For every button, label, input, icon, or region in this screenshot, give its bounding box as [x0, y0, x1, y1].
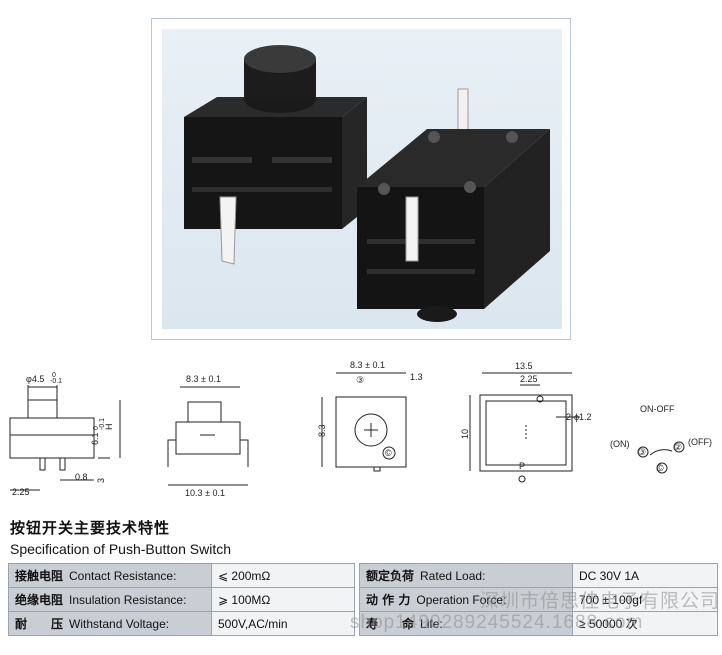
spec-right-cn: 额定负荷: [366, 569, 415, 583]
spec-row: 耐 压 Withstand Voltage: 500V,AC/min 寿 命 Life:…: [8, 611, 718, 636]
topview-circled-3: ③: [356, 375, 364, 385]
pcb-view: [469, 372, 580, 483]
spec-right-value: ≥ 50000 次: [572, 611, 718, 636]
spec-left-cn: 接触电阻: [15, 569, 64, 583]
spec-right-value: DC 30V 1A: [572, 563, 718, 588]
schematic-title: ON-OFF: [640, 404, 675, 414]
height-value: 6.1: [90, 432, 100, 445]
schematic-on: (ON): [610, 439, 630, 449]
pcb-inner-dim: 2.25: [520, 374, 538, 384]
topview-circled-c: ©: [385, 448, 392, 458]
pin-width-label: 0.8: [75, 472, 88, 482]
height-letter: H: [104, 424, 114, 431]
switch-left: [184, 45, 367, 265]
switch-schematic: [637, 441, 685, 474]
spec-left-cn: 绝缘电阻: [15, 593, 64, 607]
technical-drawings: φ4.5 0 -0.1 6.1 0 -0.1 H 2.25 0.8 3 8.3 …: [0, 355, 722, 505]
spec-right-cn: 寿 命: [366, 617, 415, 631]
spec-table: 接触电阻 Contact Resistance: ⩽ 200mΩ 额定负荷 Rated …: [8, 563, 718, 636]
height-tol-top: 0: [93, 426, 100, 430]
spec-row: 绝缘电阻 Insulation Resistance: ⩾ 100MΩ 动 作 力 Op…: [8, 587, 718, 612]
spec-left-label: 绝缘电阻 Insulation Resistance:: [8, 587, 212, 612]
spec-left-en: Contact Resistance:: [69, 569, 177, 583]
spec-title-en: Specification of Push-Button Switch: [10, 541, 232, 557]
spec-right-value: 700 ± 100gf: [572, 587, 718, 612]
spec-right-cn: 动 作 力: [366, 593, 411, 607]
product-photo-frame: [151, 18, 571, 340]
spec-row: 接触电阻 Contact Resistance: ⩽ 200mΩ 额定负荷 Rated …: [8, 563, 718, 588]
spec-left-cn: 耐 压: [15, 617, 64, 631]
pin-offset-label: 2.25: [12, 487, 30, 497]
spec-left-label: 接触电阻 Contact Resistance:: [8, 563, 212, 588]
pcb-top-dim: 13.5: [515, 361, 533, 371]
spec-left-label: 耐 压 Withstand Voltage:: [8, 611, 212, 636]
diameter-tol-bot: -0.1: [50, 378, 62, 385]
spec-left-value: 500V,AC/min: [211, 611, 355, 636]
diameter-label: φ4.5: [26, 374, 44, 384]
side2-bottom-dim: 10.3 ± 0.1: [185, 488, 225, 498]
pin-length-label: 3: [96, 478, 106, 483]
spec-left-en: Withstand Voltage:: [69, 617, 170, 631]
product-photo: [162, 29, 562, 329]
schematic-n3: ③: [638, 447, 646, 457]
spec-left-value: ⩽ 200mΩ: [211, 563, 355, 588]
topview-top-dim: 8.3 ± 0.1: [350, 360, 385, 370]
pcb-left-dim: 10: [460, 429, 470, 439]
spec-right-en: Life:: [420, 617, 443, 631]
switch-right: [357, 88, 550, 322]
spec-right-en: Operation Force:: [416, 593, 507, 607]
schematic-n2: ②: [674, 442, 682, 452]
pcb-p-label: P: [519, 461, 525, 471]
spec-left-value: ⩾ 100MΩ: [211, 587, 355, 612]
spec-left-en: Insulation Resistance:: [69, 593, 187, 607]
side-view-2: [167, 386, 249, 486]
spec-title-cn: 按钮开关主要技术特性: [10, 519, 171, 537]
switch-illustration: [184, 45, 550, 322]
diameter-tol-top: 0: [52, 372, 56, 379]
spec-right-label: 寿 命 Life:: [359, 611, 573, 636]
top-view: [321, 372, 407, 472]
schematic-off: (OFF): [688, 437, 712, 447]
topview-pitch: 1.3: [410, 372, 423, 382]
topview-left-dim: 8.3: [317, 424, 327, 437]
side2-top-dim: 8.3 ± 0.1: [186, 374, 221, 384]
side-view-1: [9, 385, 121, 491]
schematic-nc: ©: [657, 463, 664, 473]
spec-right-en: Rated Load:: [420, 569, 486, 583]
pcb-hole-dim: 2-ϕ1.2: [566, 412, 592, 422]
height-tol-bot: -0.1: [99, 418, 106, 430]
drawing-canvas: φ4.5 0 -0.1 6.1 0 -0.1 H 2.25 0.8 3 8.3 …: [9, 360, 712, 498]
spec-right-label: 额定负荷 Rated Load:: [359, 563, 573, 588]
spec-right-label: 动 作 力 Operation Force:: [359, 587, 573, 612]
